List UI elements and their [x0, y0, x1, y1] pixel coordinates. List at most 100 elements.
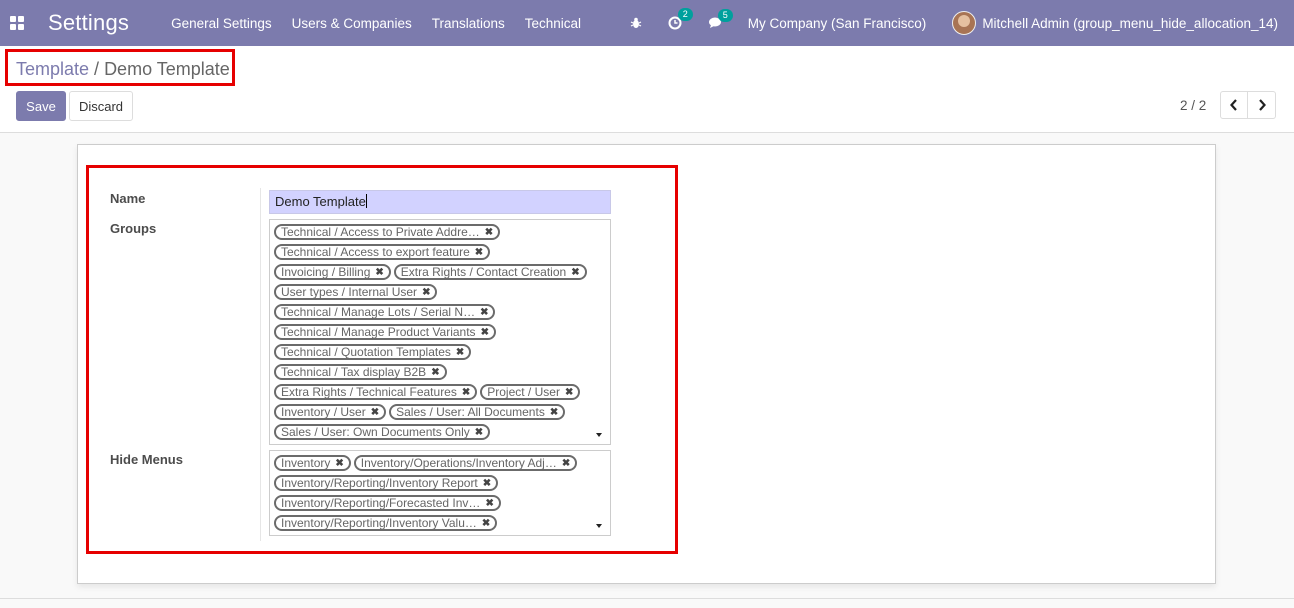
group-tag: Sales / User: Own Documents Only ✖	[274, 424, 491, 440]
tag-label: Project / User	[487, 385, 560, 399]
remove-tag-icon[interactable]: ✖	[484, 226, 494, 238]
tag-label: Inventory/Reporting/Forecasted Inv…	[281, 496, 481, 510]
activity-count-badge: 2	[677, 8, 693, 21]
app-title[interactable]: Settings	[48, 10, 130, 35]
group-tag: Technical / Quotation Templates ✖	[274, 344, 472, 360]
hide-menus-label: Hide Menus	[110, 452, 183, 467]
menu-users-companies[interactable]: Users & Companies	[291, 15, 412, 31]
form-highlight	[86, 165, 678, 554]
tag-label: Sales / User: All Documents	[396, 405, 545, 419]
remove-tag-icon[interactable]: ✖	[422, 286, 431, 298]
menu-tag: Inventory/Operations/Inventory Adj… ✖	[353, 455, 578, 471]
name-label: Name	[110, 191, 146, 206]
group-tag: Extra Rights / Contact Creation ✖	[393, 264, 587, 280]
tag-label: Technical / Access to Private Addre…	[281, 225, 480, 239]
group-tag: User types / Internal User ✖	[274, 284, 438, 300]
tag-label: Inventory/Reporting/Inventory Valu…	[281, 516, 477, 530]
tag-label: Invoicing / Billing	[281, 265, 371, 279]
breadcrumb-highlight	[5, 49, 235, 86]
remove-tag-icon[interactable]: ✖	[571, 266, 580, 278]
remove-tag-icon[interactable]: ✖	[482, 477, 492, 489]
remove-tag-icon[interactable]: ✖	[461, 386, 471, 398]
name-field[interactable]: Demo Template	[269, 190, 611, 214]
pager-previous-button[interactable]	[1220, 91, 1248, 119]
apps-menu-icon[interactable]	[10, 16, 24, 30]
chevron-right-icon	[1258, 99, 1266, 111]
save-button[interactable]: Save	[16, 91, 66, 121]
group-tag: Technical / Access to export feature ✖	[274, 244, 491, 260]
chat-icon[interactable]: 5	[708, 9, 733, 29]
remove-tag-icon[interactable]: ✖	[474, 246, 484, 258]
menu-tag: Inventory ✖	[274, 455, 351, 471]
pager-value[interactable]: 2 / 2	[1180, 98, 1207, 113]
tag-label: Inventory/Reporting/Inventory Report	[281, 476, 478, 490]
group-tag: Extra Rights / Technical Features ✖	[274, 384, 478, 400]
tag-label: Inventory / User	[281, 405, 366, 419]
groups-dropdown-icon[interactable]	[596, 433, 602, 437]
bottom-divider	[0, 598, 1294, 599]
messages-count-badge: 5	[717, 9, 733, 22]
user-menu[interactable]: Mitchell Admin (group_menu_hide_allocati…	[982, 15, 1278, 31]
menu-translations[interactable]: Translations	[431, 15, 505, 31]
company-switcher[interactable]: My Company (San Francisco)	[747, 15, 927, 31]
name-field-value: Demo Template	[275, 194, 366, 209]
breadcrumb-template-link[interactable]: Template	[16, 59, 90, 79]
discard-button[interactable]: Discard	[69, 91, 133, 121]
menu-technical[interactable]: Technical	[524, 15, 582, 31]
groups-field[interactable]: Technical / Access to Private Addre… ✖ Te…	[269, 219, 611, 445]
hide-menus-field[interactable]: Inventory ✖ Inventory/Operations/Inventor…	[269, 450, 611, 536]
remove-tag-icon[interactable]: ✖	[375, 266, 384, 278]
group-tag: Technical / Access to Private Addre… ✖	[274, 224, 501, 240]
chevron-left-icon	[1230, 99, 1237, 111]
tag-label: Technical / Quotation Templates	[281, 345, 451, 359]
hide-menus-dropdown-icon[interactable]	[596, 524, 602, 528]
pager-next-button[interactable]	[1248, 91, 1276, 119]
remove-tag-icon[interactable]: ✖	[474, 426, 484, 438]
groups-label: Groups	[110, 221, 157, 236]
menu-tag: Inventory/Reporting/Forecasted Inv… ✖	[274, 495, 501, 511]
group-tag: Inventory / User ✖	[274, 404, 387, 420]
avatar[interactable]	[952, 11, 977, 35]
menu-general-settings[interactable]: General Settings	[171, 15, 272, 31]
group-tag: Technical / Manage Lots / Serial N… ✖	[274, 304, 496, 320]
remove-tag-icon[interactable]: ✖	[480, 306, 489, 318]
breadcrumb-separator: /	[94, 59, 100, 79]
group-tag: Project / User ✖	[480, 384, 581, 400]
remove-tag-icon[interactable]: ✖	[455, 346, 465, 358]
breadcrumb: Template/Demo Template	[16, 59, 230, 80]
remove-tag-icon[interactable]: ✖	[335, 457, 344, 469]
remove-tag-icon[interactable]: ✖	[481, 517, 491, 529]
tag-label: Technical / Access to export feature	[281, 245, 470, 259]
tag-label: Extra Rights / Contact Creation	[400, 265, 567, 279]
group-tag: Technical / Manage Product Variants ✖	[274, 324, 496, 340]
control-panel: Template/Demo Template Save Discard 2 / …	[0, 46, 1294, 133]
remove-tag-icon[interactable]: ✖	[485, 497, 494, 509]
text-cursor	[365, 194, 367, 208]
group-tag: Invoicing / Billing ✖	[274, 264, 391, 280]
menu-tag: Inventory/Reporting/Inventory Report ✖	[274, 475, 499, 491]
tag-label: Inventory	[281, 456, 331, 470]
form-sheet	[77, 144, 1216, 584]
remove-tag-icon[interactable]: ✖	[370, 406, 380, 418]
remove-tag-icon[interactable]: ✖	[561, 457, 571, 469]
group-tag: Technical / Tax display B2B✖	[274, 364, 447, 380]
remove-tag-icon[interactable]: ✖	[564, 386, 574, 398]
menu-tag: Inventory/Reporting/Inventory Valu… ✖	[274, 515, 498, 531]
remove-tag-icon[interactable]: ✖	[480, 326, 489, 338]
tag-label: Technical / Manage Product Variants	[281, 325, 476, 339]
tag-label: Inventory/Operations/Inventory Adj…	[360, 456, 557, 470]
tag-label: User types / Internal User	[281, 285, 418, 299]
label-separator	[260, 188, 261, 541]
systray: 2 5 My Company (San Francisco) Mitchell …	[630, 0, 1294, 46]
remove-tag-icon[interactable]: ✖	[549, 406, 559, 418]
main-menu: General Settings Users & Companies Trans…	[171, 16, 601, 31]
top-navbar: Settings General Settings Users & Compan…	[0, 0, 1294, 46]
tag-label: Extra Rights / Technical Features	[281, 385, 457, 399]
tag-label: Technical / Manage Lots / Serial N…	[281, 305, 476, 319]
bug-icon[interactable]	[630, 17, 642, 29]
clock-icon[interactable]: 2	[668, 8, 693, 30]
group-tag: Sales / User: All Documents ✖	[389, 404, 566, 420]
tag-label: Sales / User: Own Documents Only	[281, 425, 470, 439]
remove-tag-icon[interactable]: ✖	[431, 366, 440, 378]
breadcrumb-current: Demo Template	[104, 59, 230, 79]
